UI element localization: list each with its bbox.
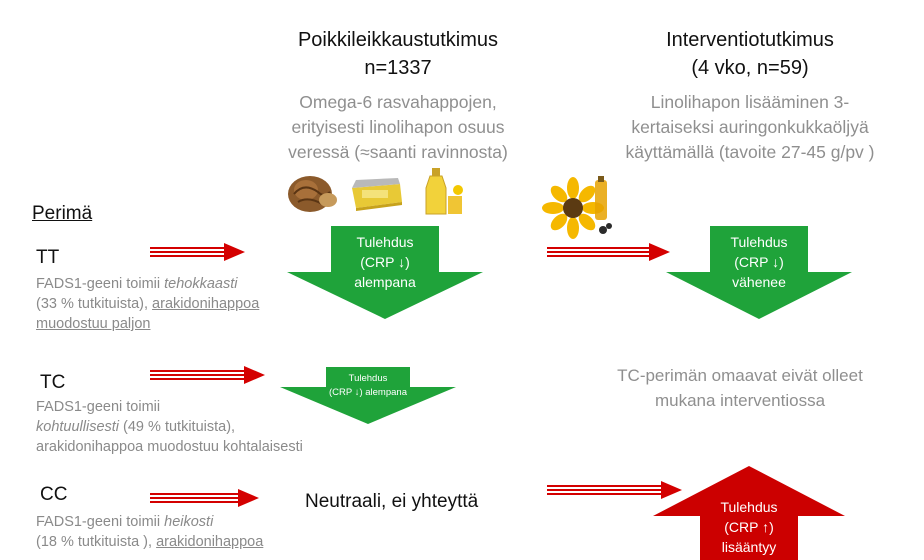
- tc-desc-b: kohtuullisesti: [36, 419, 120, 435]
- cc-desc-b: heikosti: [164, 514, 214, 530]
- tt-cross-arrow: [150, 243, 245, 261]
- cc-intervention-result-line1: Tulehdus: [720, 499, 778, 515]
- cross-desc-line3: veressä (≈saanti ravinnosta): [288, 142, 508, 162]
- intervention-desc-line2: kertaiseksi auringonkukkaöljyä: [631, 117, 869, 137]
- tt-desc-c: (33 % tutkituista),: [36, 296, 153, 312]
- genotype-tc-description: FADS1-geeni toimii kohtuullisesti (49 % …: [36, 397, 376, 457]
- cc-desc-d: arakidonihappoa: [156, 534, 264, 550]
- cc-cross-arrow: [150, 489, 259, 507]
- tc-cross-result-line1: Tulehdus: [348, 373, 388, 384]
- tt-intervention-arrow: [547, 243, 670, 261]
- intervention-title: Interventiotutkimus (4 vko, n=59): [620, 26, 880, 82]
- genotype-tt-description: FADS1-geeni toimii tehokkaasti (33 % tut…: [36, 274, 336, 334]
- tt-desc-d: arakidonihappoa: [152, 296, 260, 312]
- tt-desc-b: tehokkaasti: [164, 276, 238, 292]
- tt-intervention-result-arrow: [666, 226, 852, 319]
- tt-intervention-result-line3: vähenee: [732, 274, 786, 290]
- margarine-tub-icon: [352, 178, 402, 211]
- intervention-desc-line3: käyttämällä (tavoite 27-45 g/pv ): [625, 142, 875, 162]
- walnut-icon: [288, 176, 337, 212]
- tc-intervention-note: TC-perimän omaavat eivät olleet mukana i…: [570, 363, 910, 413]
- genotype-cc: CC: [40, 484, 68, 505]
- tc-intervention-note-line1: TC-perimän omaavat eivät olleet: [617, 366, 863, 385]
- tt-cross-result-line3: alempana: [354, 274, 416, 290]
- tt-intervention-result-line1: Tulehdus: [730, 234, 788, 250]
- cc-intervention-result-line3: lisääntyy: [721, 539, 777, 555]
- sunflower-oil-icon: [542, 176, 612, 239]
- tc-desc-c: (49 % tutkituista),: [119, 419, 236, 435]
- genotype-heading: Perimä: [32, 203, 93, 224]
- tt-desc-a: FADS1-geeni toimii: [36, 276, 165, 292]
- tt-cross-result-text: Tulehdus (CRP ↓) alempana: [335, 232, 435, 292]
- cross-desc-line2: erityisesti linolihapon osuus: [291, 117, 505, 137]
- tt-intervention-result-line2: (CRP ↓): [734, 254, 784, 270]
- tc-cross-result-arrow: [280, 367, 456, 424]
- intervention-description: Linolihapon lisääminen 3- kertaiseksi au…: [600, 90, 900, 165]
- cross-sectional-title-line2: n=1337: [364, 57, 432, 79]
- tc-cross-arrow: [150, 366, 265, 384]
- tc-intervention-note-line2: mukana interventiossa: [654, 391, 826, 410]
- genotype-cc-description: FADS1-geeni toimii heikosti (18 % tutkit…: [36, 512, 336, 552]
- cross-sectional-title: Poikkileikkaustutkimus n=1337: [268, 26, 528, 82]
- cross-sectional-title-line1: Poikkileikkaustutkimus: [297, 29, 499, 51]
- cc-cross-result-text: Neutraali, ei yhteyttä: [305, 491, 479, 512]
- tt-cross-result-line1: Tulehdus: [356, 234, 414, 250]
- cc-intervention-result-text: Tulehdus (CRP ↑) lisääntyy: [699, 497, 799, 557]
- cc-intervention-result-arrow: [653, 466, 845, 560]
- cc-intervention-arrow: [547, 481, 682, 499]
- tt-intervention-result-text: Tulehdus (CRP ↓) vähenee: [709, 232, 809, 292]
- genotype-tc: TC: [40, 372, 66, 393]
- cc-desc-a: FADS1-geeni toimii: [36, 514, 165, 530]
- cross-desc-line1: Omega-6 rasvahappojen,: [299, 92, 497, 112]
- tt-cross-result-arrow: [287, 226, 483, 319]
- tc-desc-a: FADS1-geeni toimii: [36, 399, 161, 415]
- tc-cross-result-text: Tulehdus (CRP ↓) alempana: [320, 372, 416, 400]
- cc-intervention-result-line2: (CRP ↑): [724, 519, 774, 535]
- tt-desc-e: muodostuu paljon: [36, 316, 151, 332]
- tt-cross-result-line2: (CRP ↓): [360, 254, 410, 270]
- tc-cross-result-line2: (CRP ↓) alempana: [329, 387, 407, 398]
- intervention-desc-line1: Linolihapon lisääminen 3-: [650, 92, 850, 112]
- genotype-tt: TT: [36, 247, 60, 268]
- cc-desc-c: (18 % tutkituista ),: [36, 534, 157, 550]
- oil-bottle-icon: [425, 168, 463, 215]
- cross-sectional-description: Omega-6 rasvahappojen, erityisesti linol…: [248, 90, 548, 165]
- tc-desc-d: arakidonihappoa muodostuu kohtalaisesti: [36, 439, 303, 455]
- intervention-title-line2: (4 vko, n=59): [691, 57, 809, 79]
- intervention-title-line1: Interventiotutkimus: [666, 29, 834, 51]
